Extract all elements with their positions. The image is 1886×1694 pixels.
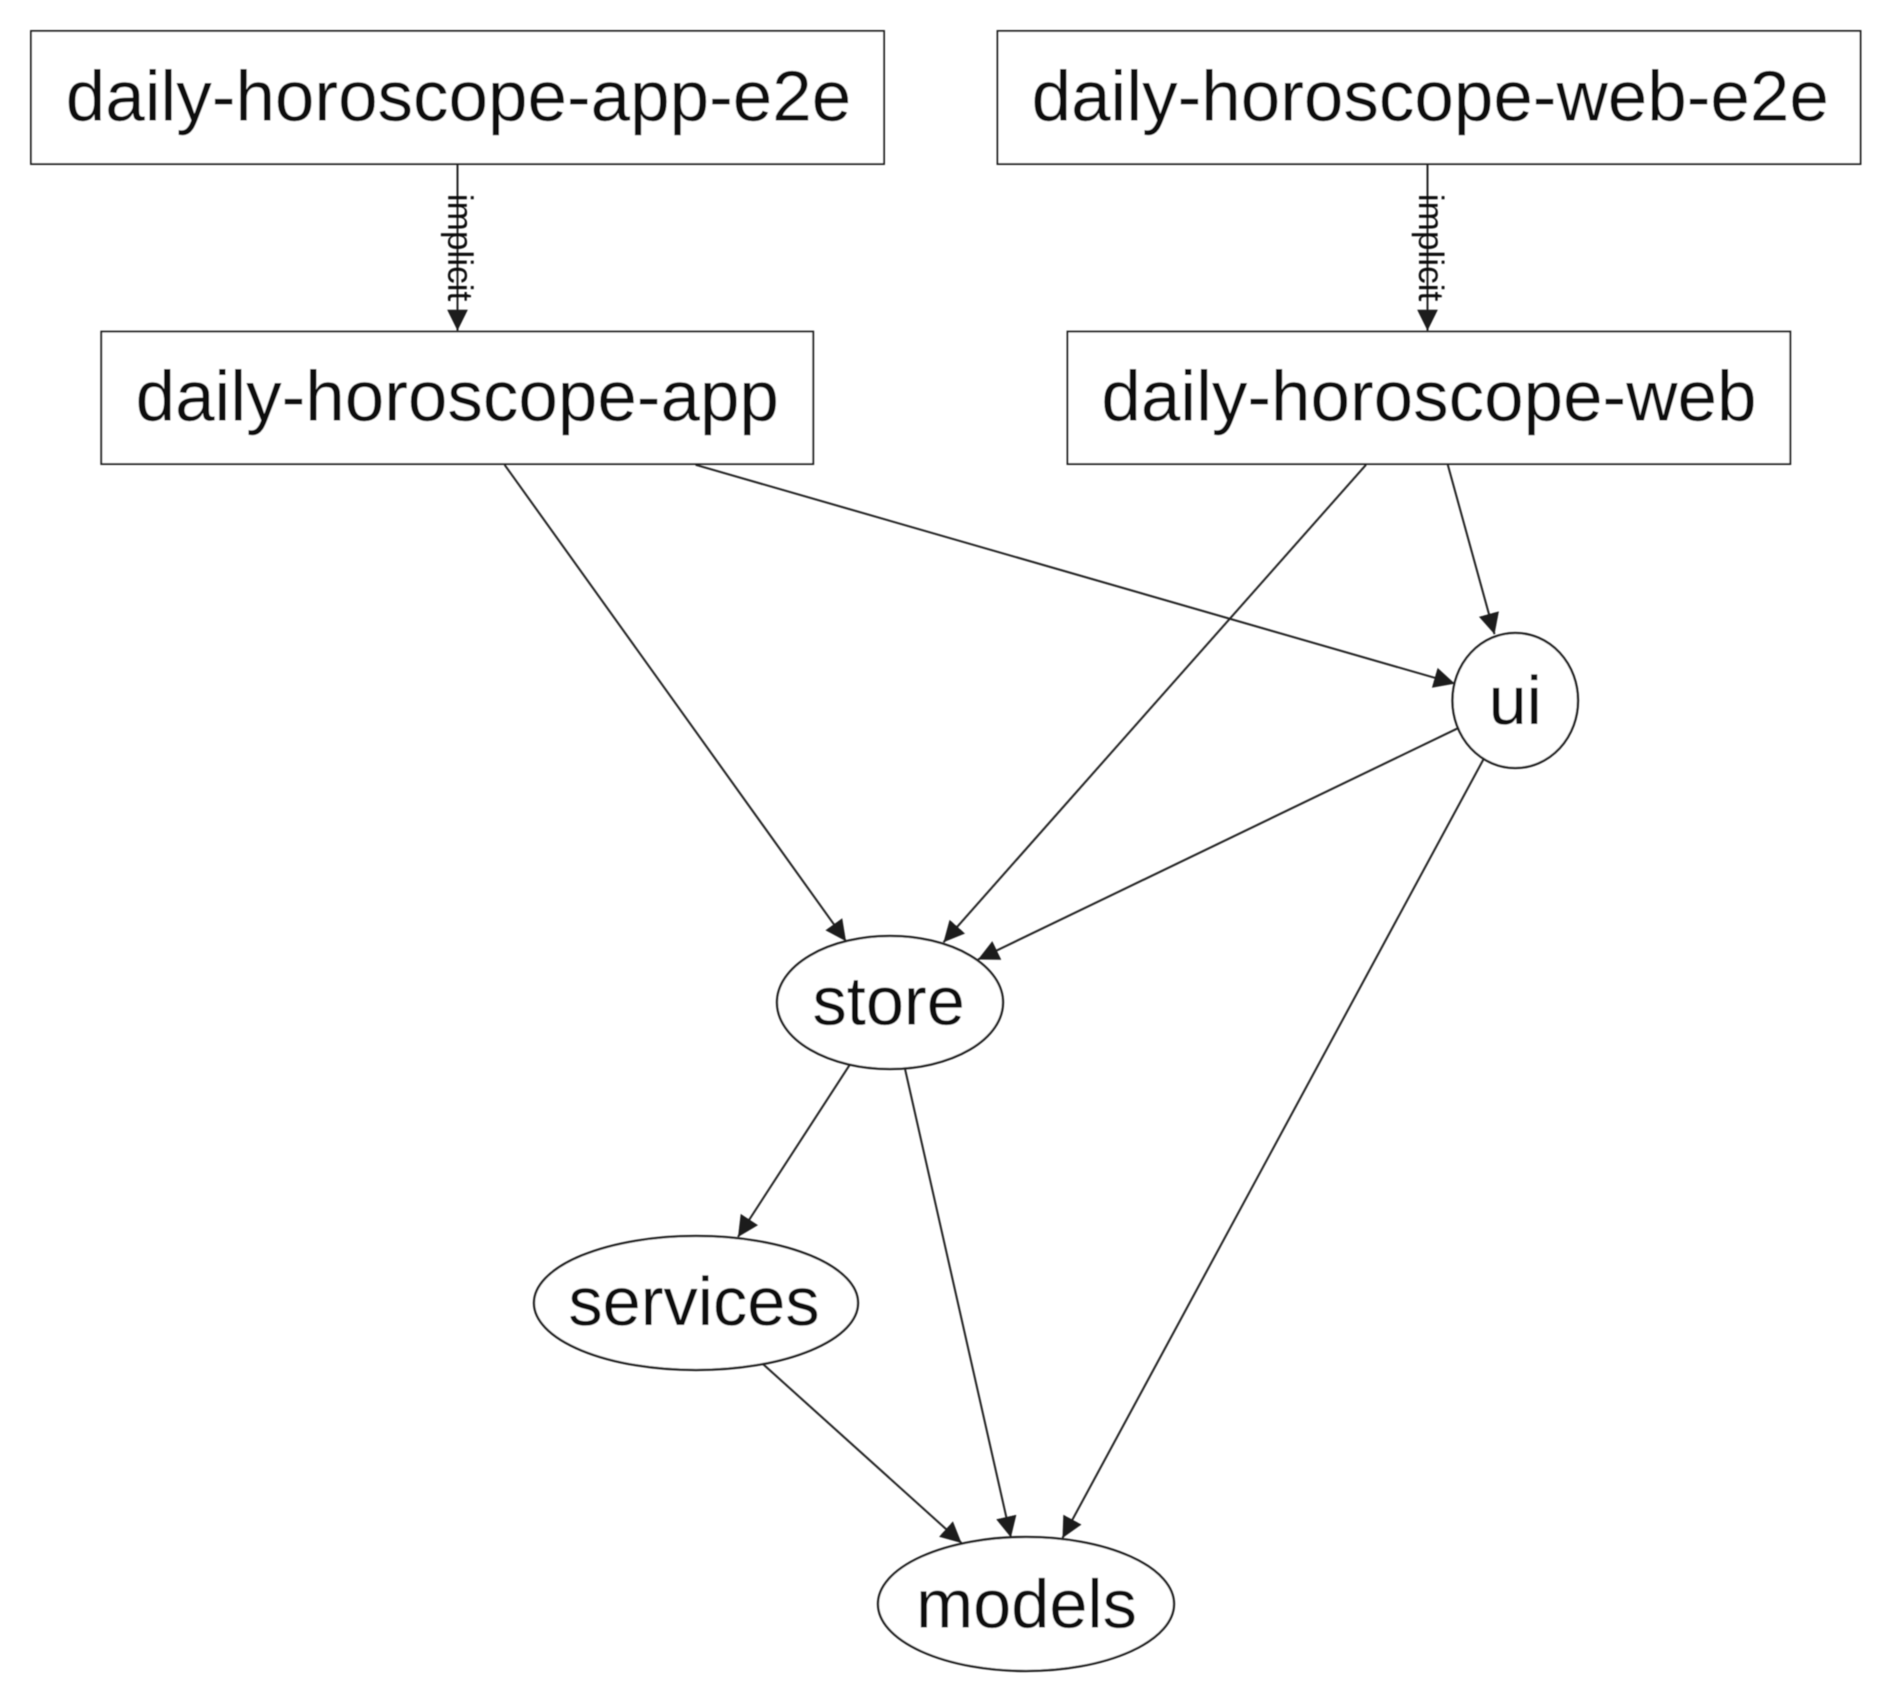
svg-text:daily-horoscope-app: daily-horoscope-app [136,358,779,437]
svg-text:daily-horoscope-web-e2e: daily-horoscope-web-e2e [1032,57,1829,136]
svg-text:store: store [813,963,965,1040]
svg-text:daily-horoscope-app-e2e: daily-horoscope-app-e2e [66,57,851,136]
svg-text:ui: ui [1489,662,1542,739]
svg-text:services: services [568,1263,819,1340]
svg-text:models: models [916,1565,1137,1642]
svg-text:daily-horoscope-web: daily-horoscope-web [1101,358,1756,437]
